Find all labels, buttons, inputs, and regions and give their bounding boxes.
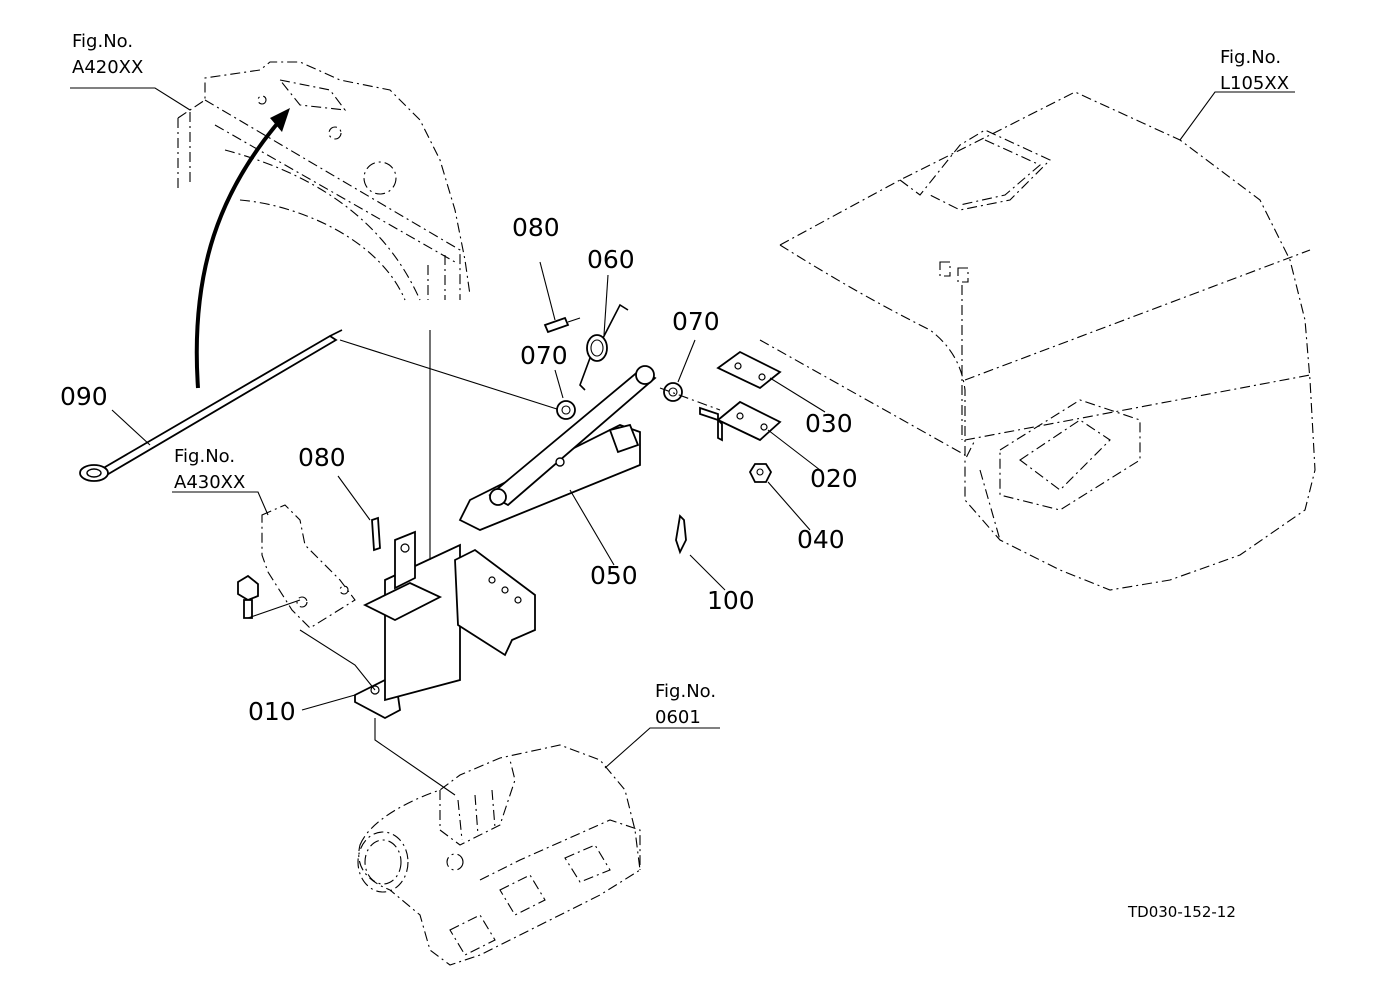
label-080-lower: 080 (298, 443, 346, 472)
label-070-right: 070 (672, 307, 720, 336)
bracket-020 (699, 400, 782, 442)
ref-l105-leader (1179, 91, 1295, 141)
bracket-010 (354, 330, 536, 720)
label-020: 020 (810, 464, 858, 493)
nut-040 (748, 463, 773, 483)
lever-050 (458, 365, 657, 531)
mounting-bracket-outline (237, 504, 376, 691)
svg-text:Fig.No.: Fig.No. (655, 681, 716, 702)
plate-030 (716, 350, 782, 390)
ref-a430-leader (172, 491, 269, 516)
washer-070-right (663, 382, 683, 402)
label-030: 030 (805, 409, 853, 438)
ref-l105: Fig.No. L105XX (1220, 47, 1289, 94)
rod-090 (79, 329, 343, 482)
label-leaders (111, 261, 826, 711)
pin-100 (675, 514, 687, 555)
label-040: 040 (797, 525, 845, 554)
rod-link-line (339, 339, 561, 411)
svg-text:L105XX: L105XX (1220, 73, 1289, 94)
ref-0601-leader (604, 727, 720, 769)
label-060: 060 (587, 245, 635, 274)
spring-060 (579, 303, 629, 391)
svg-text:A420XX: A420XX (72, 57, 143, 78)
pin-080-top (543, 316, 570, 334)
svg-text:Fig.No.: Fig.No. (72, 31, 133, 52)
label-100: 100 (707, 586, 755, 615)
intake-manifold-outline (357, 718, 641, 966)
label-090: 090 (60, 382, 108, 411)
label-010: 010 (248, 697, 296, 726)
ref-0601: Fig.No. 0601 (655, 681, 716, 728)
svg-text:A430XX: A430XX (174, 472, 245, 493)
label-080-top: 080 (512, 213, 560, 242)
bonnet-cover-outline (759, 91, 1316, 591)
svg-text:Fig.No.: Fig.No. (1220, 47, 1281, 68)
svg-text:0601: 0601 (655, 707, 701, 728)
drawing-code: TD030-152-12 (1127, 903, 1236, 921)
ref-a420-leader (70, 87, 191, 111)
ref-a420: Fig.No. A420XX (72, 31, 143, 78)
washer-070-left (556, 400, 576, 420)
svg-text:Fig.No.: Fig.No. (174, 446, 235, 467)
assembly-arrow (194, 116, 284, 389)
flywheel-housing-outline (177, 61, 471, 301)
arrow-head-icon (270, 108, 290, 132)
label-070-left: 070 (520, 341, 568, 370)
pin-080-lower (371, 516, 381, 552)
label-050: 050 (590, 561, 638, 590)
ref-a430: Fig.No. A430XX (174, 446, 245, 493)
